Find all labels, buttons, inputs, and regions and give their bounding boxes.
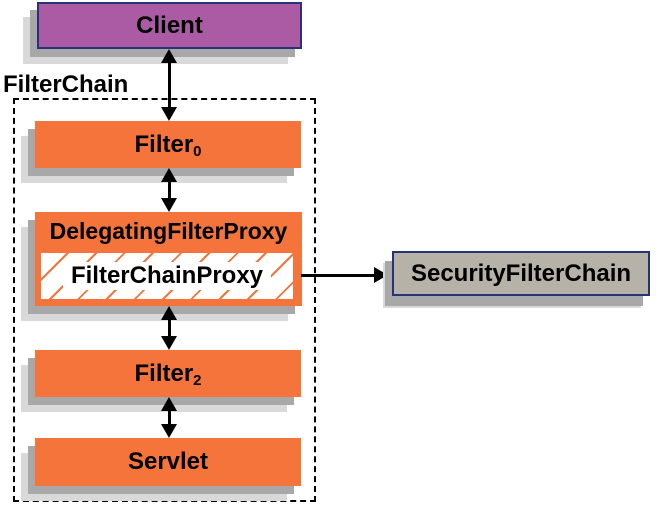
arrow-head-up-icon	[161, 168, 177, 182]
arrow-shaft	[167, 60, 171, 110]
servlet-node: Servlet	[21, 438, 301, 501]
filter2-subscript: 2	[193, 372, 202, 389]
arrow-head-down-icon	[161, 336, 177, 350]
servlet-box: Servlet	[35, 438, 301, 486]
servlet-box-label: Servlet	[127, 448, 209, 475]
arrow-head-down-icon	[161, 424, 177, 438]
filterchainproxy-box: FilterChainProxy	[39, 251, 295, 301]
arrow-head-up-icon	[161, 306, 177, 320]
arrow-delegatingfilterproxy-filter2	[161, 306, 177, 350]
filterchainproxy-box-label: FilterChainProxy	[62, 262, 272, 290]
arrow-filter0-delegatingfilterproxy	[161, 168, 177, 212]
client-box-label: Client	[136, 11, 203, 39]
filterchain-label: FilterChain	[3, 71, 129, 98]
arrow-head-down-icon	[161, 107, 177, 121]
arrow-shaft	[301, 273, 377, 277]
securityfilterchain-box-label: SecurityFilterChain	[410, 259, 632, 287]
filter0-box-label: Filter	[134, 130, 194, 158]
client-box: Client	[37, 2, 302, 49]
securityfilterchain-box: SecurityFilterChain	[392, 251, 650, 296]
arrow-shaft	[167, 179, 171, 201]
client-node: Client	[23, 2, 302, 64]
filterchain-dashed-container	[13, 98, 316, 502]
delegatingfilterproxy-node: DelegatingFilterProxy FilterChainProxy	[21, 212, 302, 321]
filter0-subscript: 0	[193, 143, 202, 160]
arrow-head-down-icon	[161, 198, 177, 212]
securityfilterchain-node: SecurityFilterChain	[383, 251, 650, 308]
arrow-filterchainproxy-securityfilterchain	[301, 267, 388, 283]
delegatingfilterproxy-box: DelegatingFilterProxy FilterChainProxy	[35, 212, 302, 306]
arrow-head-up-icon	[161, 397, 177, 411]
arrow-head-up-icon	[161, 49, 177, 63]
arrow-client-filter0	[161, 49, 177, 121]
arrow-filter2-servlet	[161, 397, 177, 438]
delegatingfilterproxy-box-label: DelegatingFilterProxy	[49, 218, 288, 244]
arrow-shaft	[167, 408, 171, 427]
filter2-box-label: Filter	[134, 359, 194, 387]
arrow-shaft	[167, 317, 171, 339]
